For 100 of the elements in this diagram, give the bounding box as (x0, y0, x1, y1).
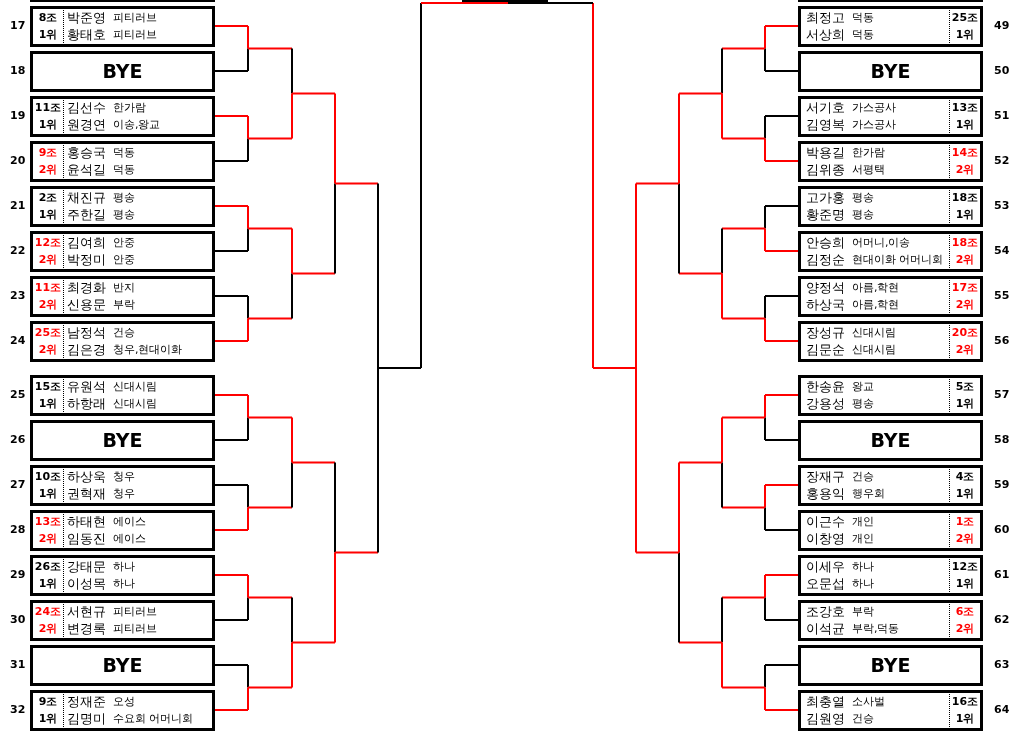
club-name: 행우회 (852, 488, 885, 499)
player-name: 황태호 (67, 28, 106, 41)
group-number: 20조 (950, 327, 980, 338)
club-name: 개인 (852, 516, 874, 527)
player-name: 임동진 (67, 532, 106, 545)
rank-label: 1위 (954, 119, 976, 130)
club-name: 신대시림 (852, 327, 896, 338)
club-name: 덕동 (113, 164, 135, 175)
player-name: 강태문 (67, 560, 106, 573)
player-name: 정재준 (67, 695, 106, 708)
slot-number: 64 (994, 703, 1010, 716)
slot-number: 55 (994, 289, 1010, 302)
club-name: 하나 (852, 578, 874, 589)
group-number: 8조 (37, 12, 59, 23)
slot-number: 31 (10, 658, 26, 671)
team-box (30, 555, 215, 596)
rank-label: 1위 (954, 29, 976, 40)
player-name: 박용길 (806, 146, 845, 159)
club-name: 현대이화 어머니회 (852, 254, 944, 265)
bye-label: BYE (869, 656, 912, 675)
team-box (798, 96, 983, 137)
slot-number: 60 (994, 523, 1010, 536)
slot-number: 21 (10, 199, 26, 212)
slot-number: 57 (994, 388, 1010, 401)
player-name: 홍용익 (806, 487, 845, 500)
slot-number: 18 (10, 64, 26, 77)
player-name: 김영복 (806, 118, 845, 131)
rank-label: 2위 (37, 533, 59, 544)
bye-box (798, 420, 983, 461)
team-box (798, 375, 983, 416)
slot-number: 26 (10, 433, 26, 446)
bye-box (30, 51, 215, 92)
club-name: 청우 (113, 471, 135, 482)
club-name: 오성 (113, 696, 135, 707)
player-name: 김원영 (806, 712, 845, 725)
player-name: 서현규 (67, 605, 106, 618)
player-name: 김여희 (67, 236, 106, 249)
slot-number: 17 (10, 19, 26, 32)
player-name: 안승희 (806, 236, 845, 249)
player-name: 신용문 (67, 298, 106, 311)
rank-label: 2위 (954, 344, 976, 355)
bye-box (798, 645, 983, 686)
bye-label: BYE (869, 431, 912, 450)
slot-number: 30 (10, 613, 26, 626)
club-name: 덕동 (852, 12, 874, 23)
slot-number: 49 (994, 19, 1010, 32)
club-name: 부락 (852, 606, 874, 617)
group-number: 4조 (954, 471, 976, 482)
club-name: 이송,왕교 (113, 119, 161, 130)
club-name: 하나 (113, 561, 135, 572)
player-name: 하상욱 (67, 470, 106, 483)
player-name: 장성규 (806, 326, 845, 339)
club-name: 반지 (113, 282, 135, 293)
team-box (798, 6, 983, 47)
slot-number: 22 (10, 244, 26, 257)
club-name: 에이스 (113, 533, 146, 544)
rank-label: 2위 (37, 623, 59, 634)
slot-number: 53 (994, 199, 1010, 212)
team-box (798, 690, 983, 731)
group-number: 9조 (37, 696, 59, 707)
club-name: 가스공사 (852, 119, 896, 130)
team-box (30, 186, 215, 227)
team-box (30, 465, 215, 506)
slot-number: 51 (994, 109, 1010, 122)
team-box (798, 141, 983, 182)
player-name: 이세우 (806, 560, 845, 573)
player-name: 조강호 (806, 605, 845, 618)
player-name: 원경연 (67, 118, 106, 131)
player-name: 고가홍 (806, 191, 845, 204)
player-name: 김정순 (806, 253, 845, 266)
rank-label: 2위 (37, 164, 59, 175)
club-name: 안중 (113, 254, 135, 265)
group-number: 14조 (950, 147, 980, 158)
team-box (30, 276, 215, 317)
club-name: 덕동 (852, 29, 874, 40)
bye-label: BYE (101, 431, 144, 450)
bye-box (30, 420, 215, 461)
player-name: 강용성 (806, 397, 845, 410)
player-name: 하상국 (806, 298, 845, 311)
player-name: 윤석길 (67, 163, 106, 176)
player-name: 최충열 (806, 695, 845, 708)
player-name: 박준영 (67, 11, 106, 24)
group-number: 18조 (950, 237, 980, 248)
rank-label: 1위 (37, 578, 59, 589)
rank-label: 1위 (954, 398, 976, 409)
club-name: 청우,현대이화 (113, 344, 183, 355)
club-name: 아름,학현 (852, 282, 900, 293)
club-name: 평송 (113, 192, 135, 203)
rank-label: 2위 (954, 533, 976, 544)
rank-label: 1위 (954, 713, 976, 724)
team-box (30, 231, 215, 272)
club-name: 가스공사 (852, 102, 896, 113)
group-number: 17조 (950, 282, 980, 293)
team-box (798, 231, 983, 272)
club-name: 피티러브 (113, 12, 157, 23)
player-name: 최경화 (67, 281, 106, 294)
bye-box (798, 51, 983, 92)
slot-number: 20 (10, 154, 26, 167)
club-name: 신대시림 (113, 398, 157, 409)
group-number: 25조 (950, 12, 980, 23)
